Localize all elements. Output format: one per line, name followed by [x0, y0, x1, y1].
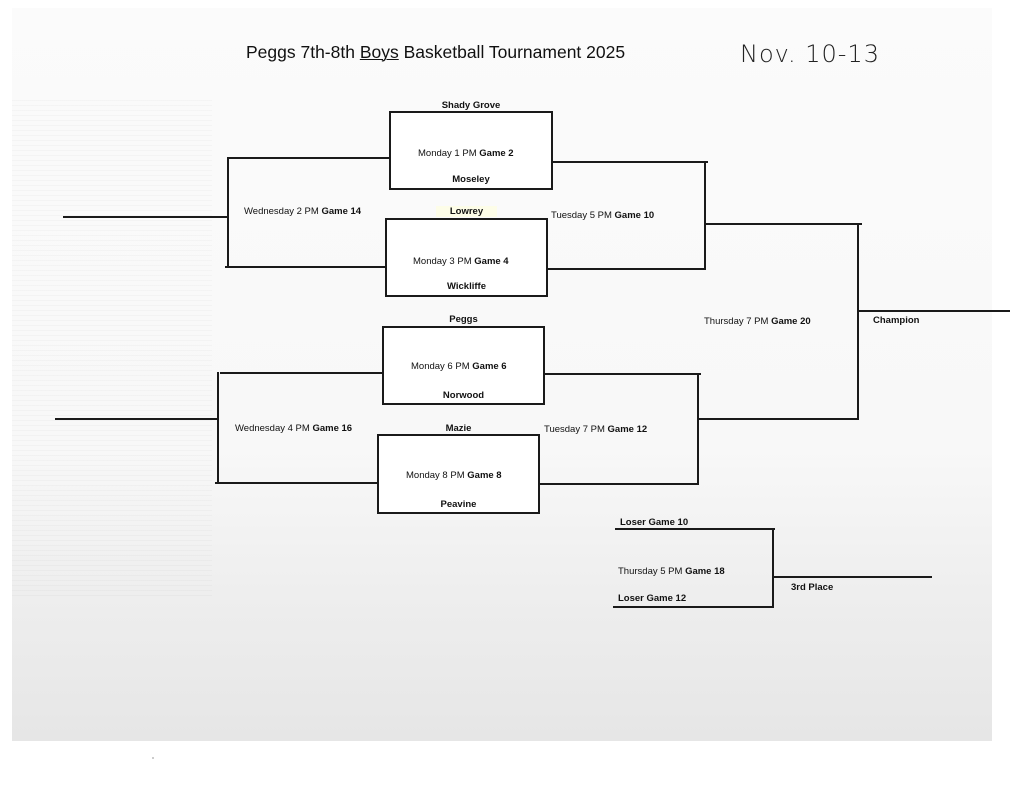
team-norwood: Norwood	[442, 390, 485, 401]
game-8-label: Monday 8 PM Game 8	[406, 470, 502, 481]
final-vertical	[857, 223, 859, 420]
team-shady-grove: Shady Grove	[441, 100, 501, 111]
semi-12-connector-bottom	[539, 483, 699, 485]
third-place-line	[773, 576, 932, 578]
game-16-label: Wednesday 4 PM Game 16	[235, 423, 353, 434]
third-place-label: 3rd Place	[791, 582, 834, 593]
semi-10-connector-top	[552, 161, 708, 163]
game-10-label: Tuesday 5 PM Game 10	[551, 210, 655, 221]
consolation-16-connector-bottom	[215, 482, 378, 484]
team-wickliffe: Wickliffe	[447, 281, 486, 292]
final-connector-top	[705, 223, 862, 225]
scan-speck	[152, 757, 154, 759]
champion-label: Champion	[873, 315, 920, 326]
team-lowrey: Lowrey	[385, 206, 548, 217]
consolation-16-vertical	[217, 372, 219, 484]
semi-12-vertical	[697, 373, 699, 485]
consolation-14-winner-line	[63, 216, 228, 218]
final-connector-bottom	[698, 418, 858, 420]
page-title: Peggs 7th-8th Boys Basketball Tournament…	[246, 42, 626, 62]
title-emphasis: Boys	[359, 42, 399, 62]
game-8-box	[377, 434, 540, 514]
handwritten-dates: Nov. 10-13	[740, 40, 880, 68]
consolation-16-winner-line	[55, 418, 219, 420]
game-18-label: Thursday 5 PM Game 18	[618, 566, 725, 577]
game-14-label: Wednesday 2 PM Game 14	[244, 206, 362, 217]
game-2-label: Monday 1 PM Game 2	[418, 148, 514, 159]
loser-game-12-label: Loser Game 12	[618, 593, 687, 604]
consolation-16-connector-top	[220, 372, 383, 374]
team-mazie: Mazie	[445, 423, 472, 434]
third-place-connector-bottom	[613, 606, 774, 608]
consolation-14-connector-bottom	[225, 266, 386, 268]
game-4-label: Monday 3 PM Game 4	[413, 256, 509, 267]
game-6-box	[382, 326, 545, 405]
semi-12-connector-top	[544, 373, 701, 375]
loser-game-10-label: Loser Game 10	[620, 517, 689, 528]
game-20-label: Thursday 7 PM Game 20	[704, 316, 811, 327]
consolation-14-vertical	[227, 157, 229, 268]
game-4-box	[385, 218, 548, 297]
consolation-14-connector-top	[229, 157, 390, 159]
scan-noise	[12, 100, 212, 600]
semi-10-vertical	[704, 161, 706, 270]
game-6-label: Monday 6 PM Game 6	[411, 361, 507, 372]
champion-line	[858, 310, 1010, 312]
third-place-vertical	[772, 528, 774, 608]
team-peavine: Peavine	[440, 499, 477, 510]
team-peggs: Peggs	[449, 314, 478, 325]
third-place-connector-top	[615, 528, 775, 530]
game-2-box	[389, 111, 553, 190]
team-moseley: Moseley	[452, 174, 490, 185]
game-12-label: Tuesday 7 PM Game 12	[544, 424, 648, 435]
semi-10-connector-bottom	[547, 268, 705, 270]
